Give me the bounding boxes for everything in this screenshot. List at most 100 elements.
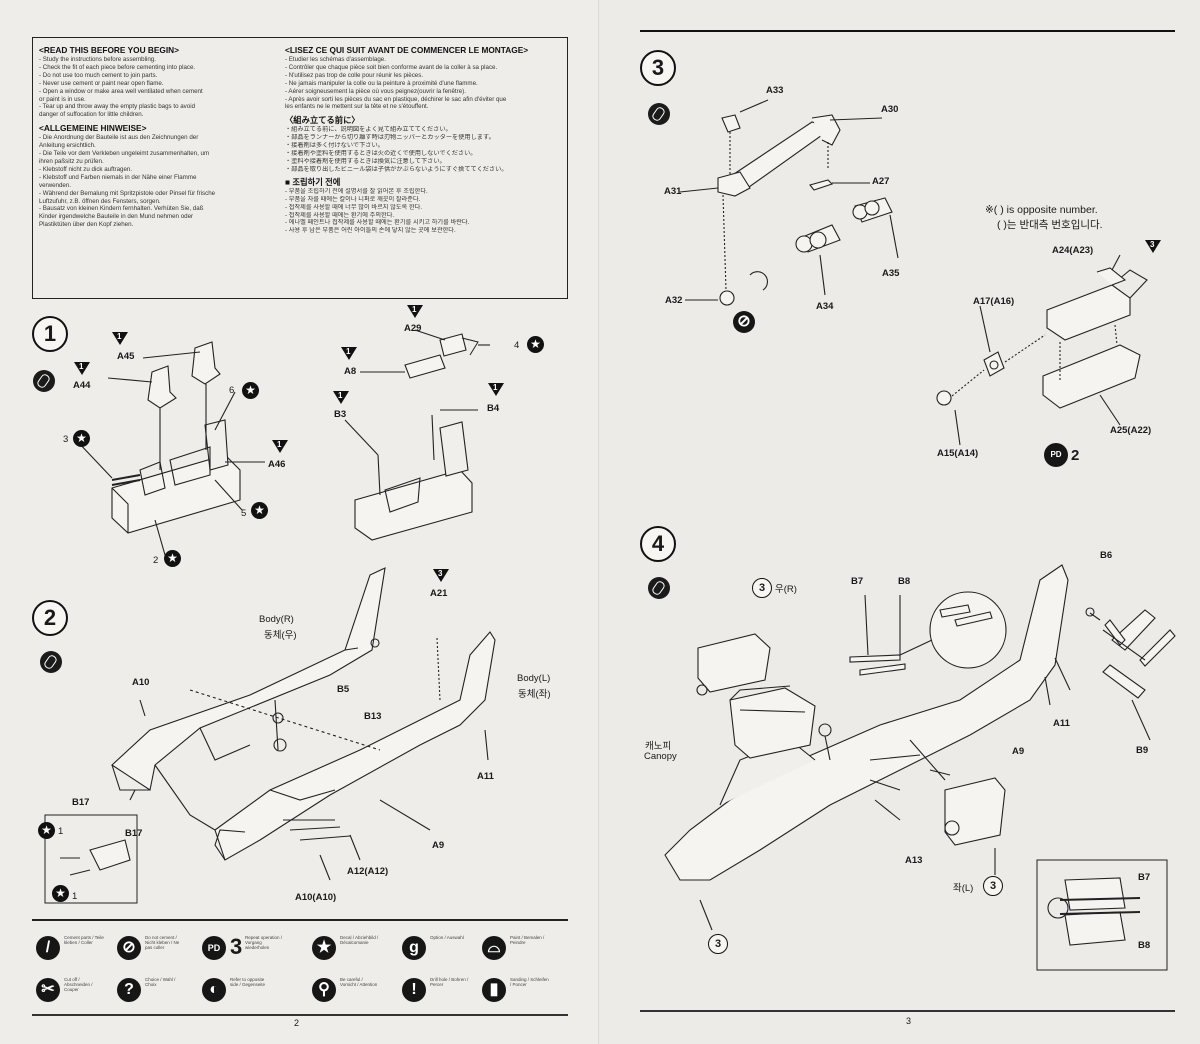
cement-icon [40,651,62,673]
warning-line: ihren paßsitz zu prüfen. [39,157,104,165]
warning-line: - 부품을 조립하기 전에 설명서를 잘 읽어본 후 조립한다. [285,187,428,195]
inset-part-b7: B7 [1138,872,1151,883]
inset-part-b8: B8 [1138,940,1151,951]
warning-column-left: <READ THIS BEFORE YOU BEGIN> - Study the… [39,43,289,229]
warning-line: Anleitung ersichtlich. [39,142,96,150]
legend-text: Drill hole / Bohren / Percer [430,977,469,987]
paint-ref-5: 5 [241,508,247,519]
paint-star-icon: ★ [242,382,259,399]
repeat-icon: PD [1044,443,1068,467]
part-label-a9: A9 [1012,746,1025,757]
warning-line: - Aérer soigneusement la pièce où vous p… [285,87,466,95]
warning-line: - Klebstoff und Farben niemals in der Nä… [39,173,197,181]
inset-ref-1: 1 [58,826,64,837]
cement-icon [33,370,55,392]
warning-line: - Die Anordnung der Bauteile ist aus den… [39,134,199,142]
step-1-marker: 1 [32,316,68,352]
bottom-rule [32,1014,568,1016]
symbol-legend: / Cement parts / Teile kleben / Coller ⊘… [32,919,568,1016]
decal-marker: 1 [112,332,128,345]
warning-line: les enfants ne le mettent sur la tête et… [285,103,429,111]
body-right-label: Body(R) [259,614,294,625]
warning-line: - Ne jamais manipuler la colle ou la pei… [285,79,478,87]
step-1-drawing [75,329,490,556]
step-4-marker: 4 [640,526,676,562]
warning-line: - 부품을 자를 때에는 칼이나 니퍼로 깨끗이 잘라준다. [285,195,421,203]
part-label-a17: A17(A16) [973,296,1015,307]
warning-column-right: <LISEZ CE QUI SUIT AVANT DE COMMENCER LE… [285,43,563,235]
no-cement-icon: ⊘ [733,311,755,333]
part-label-a46: A46 [268,459,286,470]
warning-line: verwenden. [39,181,71,189]
left-side-label: 좌(L) [953,883,974,894]
decal-marker: 3 [1145,240,1161,253]
warning-line: - Tear up and throw away the empty plast… [39,103,196,111]
warning-line: - Do not use too much cement to join par… [39,71,158,79]
warning-line: Luftzufuhr, z.B. öffnen des Fensters, so… [39,197,161,205]
legend-text: Be careful / Vorsicht / Attention [340,977,378,987]
warning-line: - N'utilisez pas trop de colle pour réun… [285,71,424,79]
paint-star-icon: ★ [251,502,268,519]
warning-line: ・接着剤は多く付けないで下さい。 [285,142,384,150]
opposite-number-note: ※( ) is opposite number. [985,204,1098,216]
bottom-rule [640,1010,1175,1012]
warning-line: - Study the instructions before assembli… [39,56,156,63]
part-label-b17: B17 [72,797,90,808]
warning-line: - Never use cement or paint near open fl… [39,79,164,87]
warning-line: ・部品を取り出したビニール袋は子供がかぶらないようにすぐ捨ててください。 [285,165,508,173]
paint-star-icon: ★ [164,550,181,567]
part-label-a13: A13 [905,855,923,866]
part-label-b3: B3 [334,409,347,420]
warning-box: <READ THIS BEFORE YOU BEGIN> - Study the… [32,37,568,299]
page-number-right: 3 [906,1016,912,1026]
part-label-a35: A35 [882,268,900,279]
decal-star-icon: ★ [312,936,336,960]
paint-ref-2: 2 [153,555,159,566]
part-label-a12: A12(A12) [347,866,389,877]
legend-text: Repeat operation / Vorgang wiederholen [245,935,283,950]
decal-marker: 1 [333,391,349,404]
drill-icon: ! [402,978,426,1002]
legend-text: Sanding / Schleifen / Poncer [510,977,549,987]
warning-line: - Check the fit of each piece before cem… [39,63,196,71]
inset-ref-1b: 1 [72,891,78,902]
paint-star-icon: ★ [527,336,544,353]
warning-fr-title: <LISEZ CE QUI SUIT AVANT DE COMMENCER LE… [285,45,529,55]
canopy-label: Canopy [644,751,677,762]
warning-jp-title: 〈組み立てる前に〉 [285,115,360,126]
warning-line: - Bausatz von kleinen Kindern fernhalten… [39,205,204,213]
paint-star-icon: ★ [38,822,55,839]
part-label-b6: B6 [1100,550,1113,561]
warning-de-title: <ALLGEMEINE HINWEISE> [39,123,147,134]
warning-line: - 접착제를 사용할 때에는 환기에 주의한다. [285,211,395,219]
part-label-a11: A11 [477,771,494,782]
part-label-a25: A25(A22) [1110,425,1152,436]
legend-text: Cement parts / Teile kleben / Coller [64,935,104,945]
paint-ref-6: 6 [229,385,235,396]
legend-text: Option / Auswahl [430,935,464,940]
inset-part-b17: B17 [125,828,143,839]
decal-marker: 1 [74,362,90,375]
part-label-a34: A34 [816,301,834,312]
top-rule [640,30,1175,32]
part-label-a31: A31 [664,186,682,197]
part-label-b4: B4 [487,403,500,414]
part-label-a29: A29 [404,323,422,334]
cut-icon: ✂ [36,978,60,1002]
paint-icon: ⌓ [482,936,506,960]
repeat-count: 3 [230,934,243,959]
paint-ref-3: 3 [63,434,69,445]
opposite-number-note-kr: ( )는 반대측 번호입니다. [997,219,1103,231]
warning-line: Plastiktüten über den Kopf ziehen. [39,221,134,229]
part-label-b8: B8 [898,576,911,587]
warning-line: - Klebstoff nicht zu dick auftragen. [39,165,133,173]
body-right-label-kr: 동체(우) [264,630,297,641]
part-label-a10-pair: A10(A10) [295,892,337,903]
part-label-a21: A21 [430,588,448,599]
legend-text: Refer to opposite side / Gegenseite [230,977,266,987]
warning-en-title: <READ THIS BEFORE YOU BEGIN> [39,45,179,55]
sanding-icon: ▮ [482,978,506,1002]
cement-icon [648,103,670,125]
left-page: <READ THIS BEFORE YOU BEGIN> - Study the… [0,0,600,1044]
paint-star-icon: ★ [52,885,69,902]
